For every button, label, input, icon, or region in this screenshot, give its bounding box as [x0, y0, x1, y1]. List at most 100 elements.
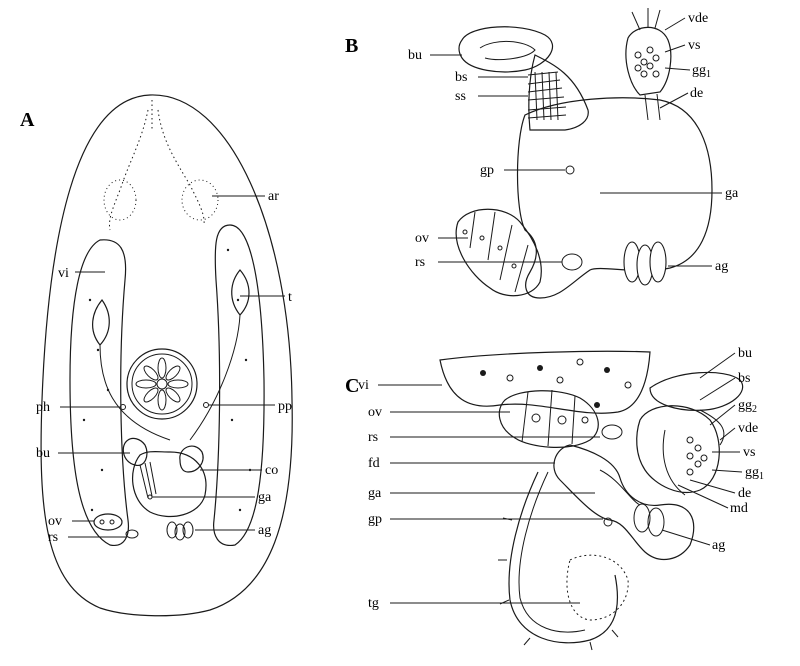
label-a-bu: bu [36, 446, 50, 461]
label-a-pp: pp [278, 399, 292, 414]
stalk-septa-b [527, 71, 567, 121]
pharynx-petals [135, 357, 189, 411]
seminal-receptacle-a [125, 529, 139, 539]
label-c-ov: ov [368, 405, 382, 420]
body-wall-c [508, 471, 619, 644]
bursa-inner-b [479, 41, 536, 61]
label-c-tg: tg [368, 596, 379, 611]
pharynx-pouch-right [203, 402, 209, 408]
label-b-bu: bu [408, 48, 422, 63]
pharynx-pouch-left [120, 404, 126, 410]
label-a-ov: ov [48, 514, 62, 529]
female-duct-c [553, 444, 695, 561]
label-a-ga: ga [258, 490, 272, 505]
accessory-glands-a [166, 521, 194, 541]
bursa-stalk [139, 461, 157, 499]
body-cilia-c [498, 517, 619, 651]
bursa-c [649, 371, 744, 411]
granule-glands-c [686, 436, 708, 476]
genital-atrium-b [516, 97, 713, 299]
label-c-gg1-base: gg [745, 465, 759, 480]
body-wall-inner-c [518, 471, 586, 633]
label-b-gg1-sub: 1 [706, 69, 711, 80]
testis-left [92, 299, 110, 346]
label-c-bu: bu [738, 346, 752, 361]
vitellarium-c-dots [480, 358, 632, 408]
penis-bulb-c [636, 405, 720, 494]
label-a-t: t [288, 290, 292, 305]
label-c-vde: vde [738, 421, 758, 436]
rhabdite-cluster-left [103, 179, 137, 221]
label-a-ar: ar [268, 189, 279, 204]
label-b-rs: rs [415, 255, 425, 270]
panel-a-letter: A [20, 109, 35, 131]
label-a-ph: ph [36, 400, 50, 415]
label-b-gg1: gg1 [692, 63, 711, 80]
gonopore-b [565, 165, 575, 175]
ovary-c-cells [521, 389, 589, 447]
ovary-a [93, 513, 123, 531]
panel-b-letter: B [345, 35, 358, 57]
label-c-ag: ag [712, 538, 725, 553]
bursa-stalk-b [528, 54, 589, 131]
label-b-ss: ss [455, 89, 466, 104]
ovary-cells-b [462, 211, 529, 293]
rhabdite-tract-left [109, 109, 149, 231]
label-c-de: de [738, 486, 751, 501]
label-c-vs: vs [743, 445, 755, 460]
label-c-fd: fd [368, 456, 380, 471]
label-b-ag: ag [715, 259, 728, 274]
label-c-gg2: gg2 [738, 398, 757, 415]
vas-deferens-right [189, 314, 241, 441]
label-b-gp: gp [480, 163, 494, 178]
label-a-co: co [265, 463, 278, 478]
label-a-ag: ag [258, 523, 271, 538]
label-c-gp: gp [368, 512, 382, 527]
label-b-ga: ga [725, 186, 739, 201]
panel-c: C [345, 346, 764, 651]
vas-deferens-b [631, 8, 661, 31]
label-b-ov: ov [415, 231, 429, 246]
bursa-b [458, 26, 554, 73]
label-b-bs: bs [455, 70, 467, 85]
accessory-glands-c [633, 503, 665, 537]
rhabdite-tract-right [157, 109, 205, 226]
label-c-vi: vi [358, 378, 369, 393]
rhabdite-cluster-right [181, 179, 219, 221]
seminal-vesicle-b [625, 26, 672, 96]
label-b-gg1-base: gg [692, 63, 706, 78]
label-c-gg2-sub: 2 [752, 404, 757, 415]
label-c-gg1-sub: 1 [759, 471, 764, 482]
testis-c [566, 554, 629, 621]
pharynx [126, 348, 198, 420]
panel-c-letter: C [345, 375, 359, 397]
granule-glands-b [634, 46, 660, 78]
gonopore [147, 494, 153, 500]
seminal-receptacle-b [561, 253, 583, 271]
genital-atrium [132, 451, 207, 518]
vitellarium-c [439, 350, 651, 414]
label-c-md: md [730, 501, 748, 516]
label-c-rs: rs [368, 430, 378, 445]
vas-deferens-c [699, 409, 725, 446]
label-c-gg2-base: gg [738, 398, 752, 413]
label-c-bs: bs [738, 371, 750, 386]
label-b-de: de [690, 86, 703, 101]
label-c-gg1: gg1 [745, 465, 764, 482]
seminal-receptacle-c [601, 424, 623, 440]
ovary-b [455, 208, 542, 297]
accessory-glands-b [623, 241, 667, 286]
panel-a: A [20, 94, 293, 617]
vas-deferens-left [99, 344, 171, 441]
label-a-rs: rs [48, 530, 58, 545]
pharynx-inner [131, 353, 193, 415]
panel-c-leaders [378, 352, 743, 604]
label-b-vde: vde [688, 11, 708, 26]
panel-b-leaders [430, 17, 722, 267]
bursa [122, 437, 148, 467]
gonopore-c [603, 517, 613, 527]
label-c-ga: ga [368, 486, 382, 501]
label-b-vs: vs [688, 38, 700, 53]
